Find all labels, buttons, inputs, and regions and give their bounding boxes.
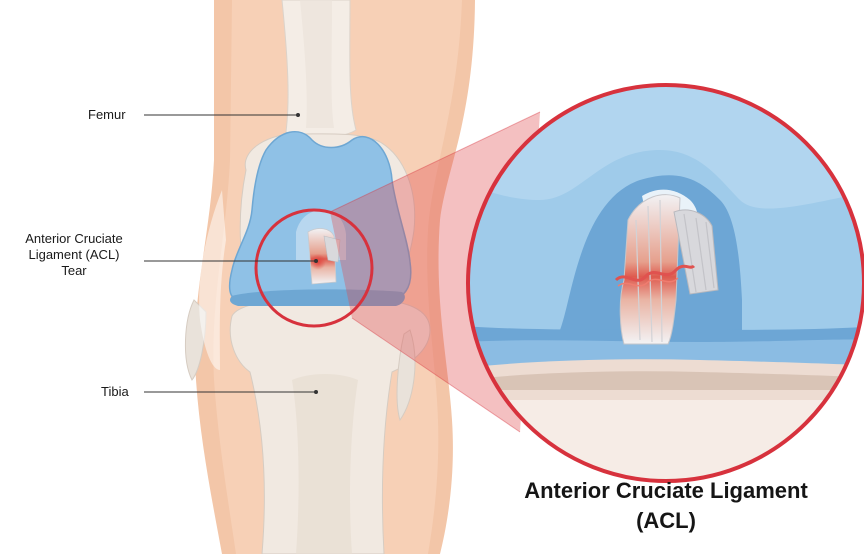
femur-label: Femur: [88, 107, 126, 123]
title-line-2: (ACL): [486, 506, 846, 536]
femur-leader-dot: [296, 113, 300, 117]
acl-label-line-2: Ligament (ACL): [10, 247, 138, 263]
acl-leader-dot: [314, 259, 318, 263]
acl-label-line-1: Anterior Cruciate: [10, 231, 138, 247]
diagram-title: Anterior Cruciate Ligament (ACL): [486, 476, 846, 536]
acl-tear-label: Anterior Cruciate Ligament (ACL) Tear: [10, 231, 138, 279]
tibia-leader-dot: [314, 390, 318, 394]
acl-label-line-3: Tear: [10, 263, 138, 279]
tibia-label: Tibia: [101, 384, 129, 400]
title-line-1: Anterior Cruciate Ligament: [486, 476, 846, 506]
